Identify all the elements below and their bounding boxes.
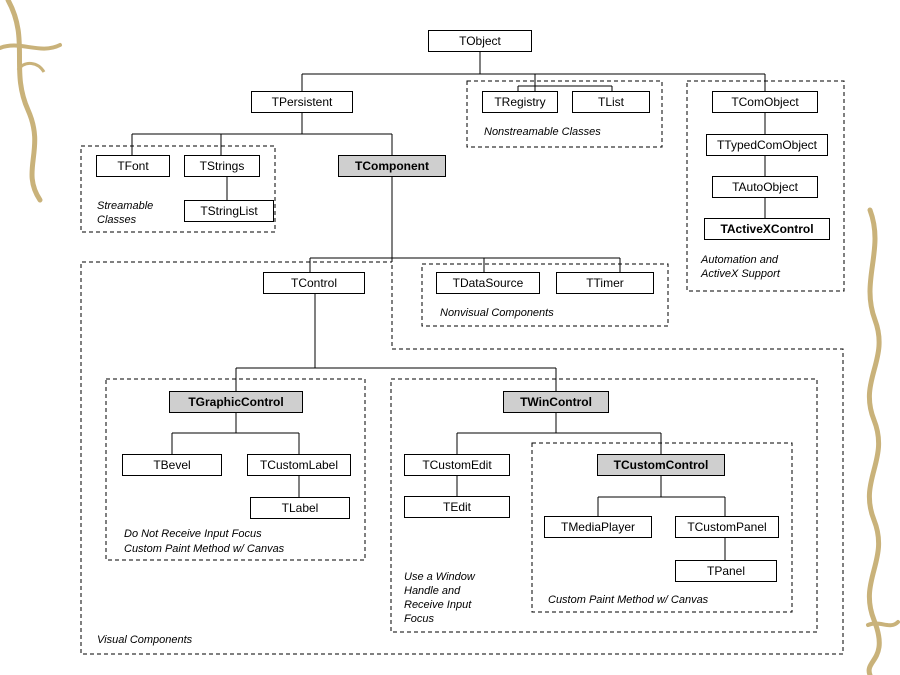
group-label-graphic-line1: Do Not Receive Input Focus (124, 528, 262, 540)
node-ttimer: TTimer (556, 272, 654, 294)
node-tpersistent: TPersistent (251, 91, 353, 113)
node-tmediaplayer: TMediaPlayer (544, 516, 652, 538)
group-label-win-line4: Focus (404, 613, 434, 625)
group-label-customcontrol: Custom Paint Method w/ Canvas (548, 594, 709, 606)
node-tcomponent: TComponent (338, 155, 446, 177)
node-tregistry: TRegistry (482, 91, 558, 113)
node-tcustomcontrol: TCustomControl (597, 454, 725, 476)
group-label-nonvisual: Nonvisual Components (440, 307, 554, 319)
node-tstrings: TStrings (184, 155, 260, 177)
node-tcustomedit: TCustomEdit (404, 454, 510, 476)
node-tdatasource: TDataSource (436, 272, 540, 294)
node-tstringlist: TStringList (184, 200, 274, 222)
node-tautoobject: TAutoObject (712, 176, 818, 198)
group-label-win-line2: Handle and (404, 585, 461, 597)
node-tobject: TObject (428, 30, 532, 52)
node-tcomobject: TComObject (712, 91, 818, 113)
group-label-win-line1: Use a Window (404, 571, 475, 583)
node-tlist: TList (572, 91, 650, 113)
node-tfont: TFont (96, 155, 170, 177)
group-label-automation-line1: Automation and (701, 254, 779, 266)
group-label-streamable-line1: Streamable (97, 200, 154, 212)
node-tactivexcontrol: TActiveXControl (704, 218, 830, 240)
node-tcontrol: TControl (263, 272, 365, 294)
left-vine-decoration (0, 0, 62, 203)
node-twincontrol: TWinControl (503, 391, 609, 413)
group-label-win-line3: Receive Input (404, 599, 472, 611)
right-vine-decoration (866, 207, 900, 675)
group-label-graphic-line2: Custom Paint Method w/ Canvas (124, 543, 285, 555)
group-label-nonstreamable: Nonstreamable Classes (484, 126, 601, 138)
group-label-visual: Visual Components (97, 634, 193, 646)
node-tgraphiccontrol: TGraphicControl (169, 391, 303, 413)
node-tbevel: TBevel (122, 454, 222, 476)
node-tlabel: TLabel (250, 497, 350, 519)
node-tpanel: TPanel (675, 560, 777, 582)
node-tedit: TEdit (404, 496, 510, 518)
node-tcustomlabel: TCustomLabel (247, 454, 351, 476)
node-tcustompanel: TCustomPanel (675, 516, 779, 538)
group-label-automation-line2: ActiveX Support (701, 268, 780, 280)
node-ttypedcomobject: TTypedComObject (706, 134, 828, 156)
group-label-streamable-line2: Classes (97, 214, 137, 226)
